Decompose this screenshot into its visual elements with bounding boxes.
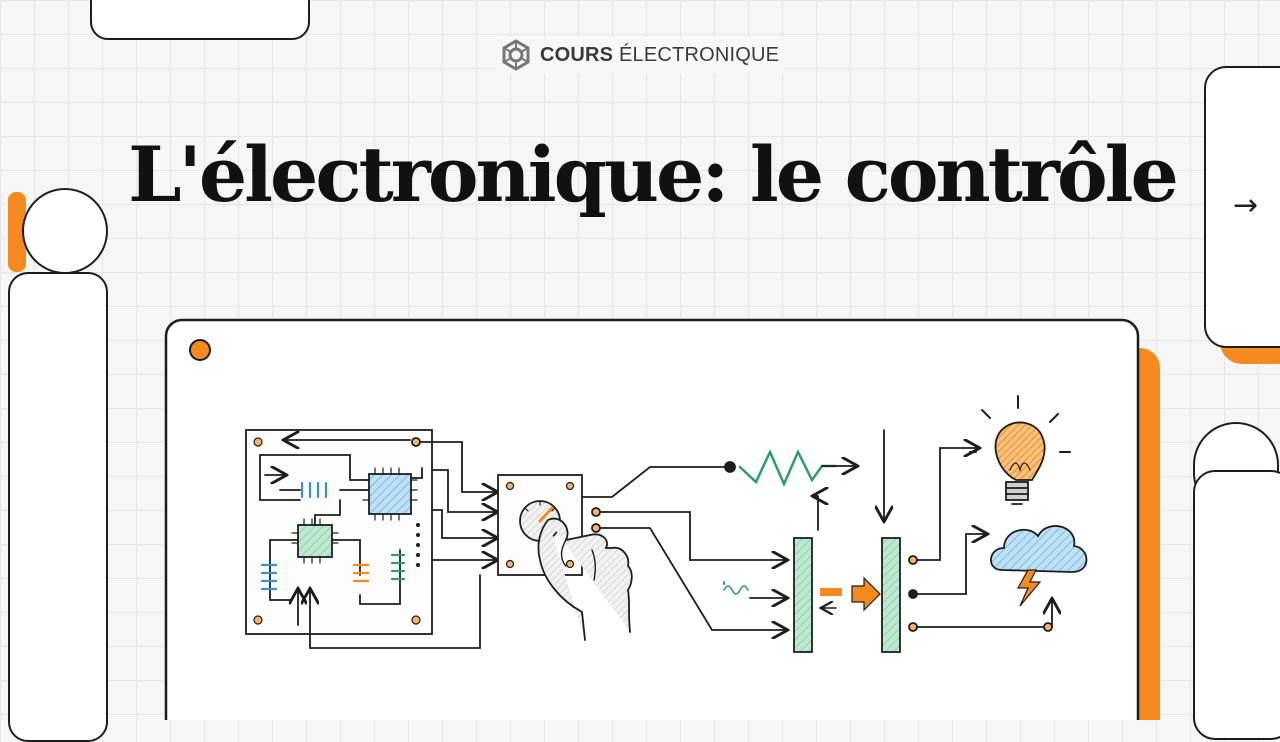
right-card [1204, 66, 1280, 348]
gear-logo-icon [502, 39, 530, 71]
bar-right [881, 537, 901, 653]
brand-name: COURS ÉLECTRONIQUE [540, 43, 780, 66]
bar-left [793, 537, 813, 653]
top-left-card [90, 0, 310, 40]
microchip-blue [368, 473, 412, 515]
zigzag-signal [738, 448, 838, 488]
left-orange-tab [8, 192, 26, 272]
card-dot-icon [189, 339, 211, 361]
circuit-board [245, 429, 433, 635]
hand-icon [537, 517, 633, 641]
transfer-arrow-icon [851, 576, 881, 612]
transfer-dash [820, 588, 842, 596]
page-title: L'électronique: le contrôle [128, 130, 1179, 219]
left-circle [22, 188, 108, 274]
brand-logo: COURS ÉLECTRONIQUE [496, 37, 784, 73]
small-signal [723, 585, 749, 595]
light-bulb-icon [969, 395, 1071, 505]
board-dots [416, 523, 420, 567]
storm-cloud-icon [990, 525, 1088, 607]
control-diagram [164, 318, 1160, 720]
microchip-green [297, 524, 333, 558]
arrow-right-icon[interactable]: → [1233, 188, 1259, 223]
resistors [260, 481, 406, 591]
right-lower-card [1193, 470, 1280, 740]
lightning-bolt-icon [1016, 569, 1042, 607]
